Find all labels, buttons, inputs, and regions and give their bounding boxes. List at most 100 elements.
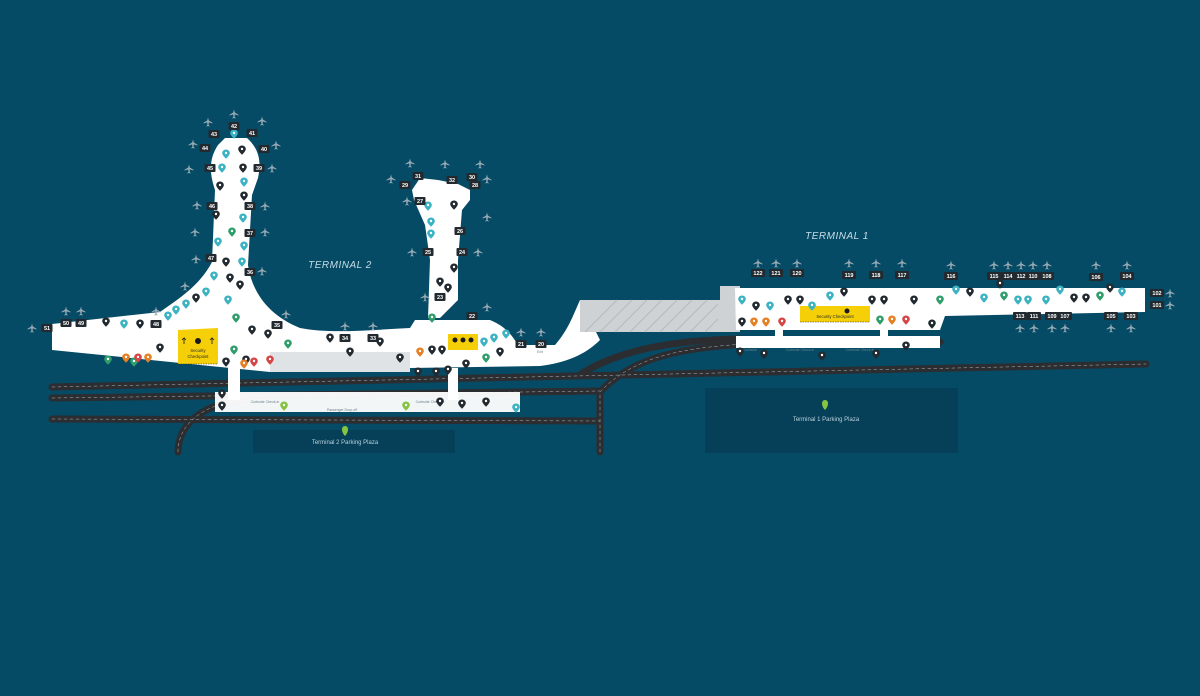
- poi-marker[interactable]: [122, 353, 130, 363]
- poi-marker[interactable]: [102, 317, 110, 327]
- poi-marker[interactable]: [1118, 287, 1126, 297]
- poi-marker[interactable]: [239, 163, 247, 173]
- poi-marker[interactable]: [784, 295, 792, 305]
- poi-marker[interactable]: [230, 345, 238, 355]
- poi-marker[interactable]: [248, 325, 256, 335]
- poi-marker[interactable]: [136, 319, 144, 329]
- poi-marker[interactable]: [980, 293, 988, 303]
- poi-marker[interactable]: [902, 315, 910, 325]
- gate-label-21[interactable]: 21: [515, 340, 527, 348]
- poi-marker[interactable]: [280, 401, 288, 411]
- gate-label-50[interactable]: 50: [60, 319, 72, 327]
- poi-marker[interactable]: [502, 329, 510, 339]
- poi-marker[interactable]: [427, 217, 435, 227]
- poi-marker[interactable]: [228, 227, 236, 237]
- poi-marker[interactable]: [482, 353, 490, 363]
- poi-marker[interactable]: [450, 200, 458, 210]
- security-checkpoint-t1[interactable]: Security Checkpoint: [800, 306, 870, 323]
- poi-marker[interactable]: [1096, 291, 1104, 301]
- poi-marker[interactable]: [966, 287, 974, 297]
- poi-marker[interactable]: [952, 285, 960, 295]
- poi-marker[interactable]: [996, 279, 1004, 289]
- poi-marker[interactable]: [450, 263, 458, 273]
- gate-label-122[interactable]: 122: [751, 269, 765, 277]
- poi-marker[interactable]: [1056, 285, 1064, 295]
- poi-marker[interactable]: [240, 241, 248, 251]
- gate-label-102[interactable]: 102: [1150, 289, 1164, 297]
- gate-label-41[interactable]: 41: [246, 129, 258, 137]
- poi-marker[interactable]: [762, 317, 770, 327]
- poi-marker[interactable]: [910, 295, 918, 305]
- gate-label-106[interactable]: 106: [1089, 273, 1103, 281]
- poi-marker[interactable]: [134, 353, 142, 363]
- poi-marker[interactable]: [436, 277, 444, 287]
- poi-marker[interactable]: [238, 257, 246, 267]
- poi-marker[interactable]: [236, 280, 244, 290]
- poi-marker[interactable]: [902, 341, 910, 351]
- poi-marker[interactable]: [428, 313, 436, 323]
- parking-plaza-t2[interactable]: Terminal 2 Parking Plaza: [253, 430, 455, 453]
- gate-label-43[interactable]: 43: [208, 130, 220, 138]
- gate-label-35[interactable]: 35: [271, 321, 283, 329]
- gate-label-109[interactable]: 109: [1045, 312, 1059, 320]
- gate-label-30[interactable]: 30: [466, 173, 478, 181]
- poi-marker[interactable]: [250, 357, 258, 367]
- poi-marker[interactable]: [888, 315, 896, 325]
- poi-marker[interactable]: [218, 401, 226, 411]
- poi-marker[interactable]: [818, 351, 826, 361]
- parking-pin-icon[interactable]: [822, 400, 828, 410]
- poi-marker[interactable]: [752, 301, 760, 311]
- poi-marker[interactable]: [202, 287, 210, 297]
- gate-label-108[interactable]: 108: [1040, 272, 1054, 280]
- gate-label-36[interactable]: 36: [244, 268, 256, 276]
- security-checkpoint-t2b[interactable]: [448, 334, 478, 350]
- gate-label-26[interactable]: 26: [454, 227, 466, 235]
- poi-marker[interactable]: [436, 397, 444, 407]
- gate-label-113[interactable]: 113: [1013, 312, 1027, 320]
- poi-marker[interactable]: [444, 365, 452, 375]
- poi-marker[interactable]: [868, 295, 876, 305]
- poi-marker[interactable]: [796, 295, 804, 305]
- poi-marker[interactable]: [212, 210, 220, 220]
- poi-marker[interactable]: [216, 181, 224, 191]
- gate-label-46[interactable]: 46: [206, 202, 218, 210]
- gate-label-120[interactable]: 120: [790, 269, 804, 277]
- gate-label-32[interactable]: 32: [446, 176, 458, 184]
- gate-label-24[interactable]: 24: [456, 248, 468, 256]
- poi-marker[interactable]: [462, 359, 470, 369]
- poi-marker[interactable]: [240, 359, 248, 369]
- gate-label-27[interactable]: 27: [414, 197, 426, 205]
- gate-label-23[interactable]: 23: [434, 293, 446, 301]
- gate-label-33[interactable]: 33: [367, 334, 379, 342]
- gate-label-37[interactable]: 37: [244, 229, 256, 237]
- poi-marker[interactable]: [240, 177, 248, 187]
- poi-marker[interactable]: [928, 319, 936, 329]
- poi-marker[interactable]: [396, 353, 404, 363]
- poi-marker[interactable]: [808, 301, 816, 311]
- poi-marker[interactable]: [778, 317, 786, 327]
- poi-marker[interactable]: [182, 299, 190, 309]
- gate-label-111[interactable]: 111: [1027, 312, 1041, 320]
- poi-marker[interactable]: [826, 291, 834, 301]
- poi-marker[interactable]: [164, 311, 172, 321]
- poi-marker[interactable]: [226, 273, 234, 283]
- gate-label-115[interactable]: 115: [987, 272, 1001, 280]
- poi-marker[interactable]: [1082, 293, 1090, 303]
- parking-pin-icon[interactable]: [342, 426, 348, 436]
- gate-label-119[interactable]: 119: [842, 271, 856, 279]
- poi-marker[interactable]: [1014, 295, 1022, 305]
- poi-marker[interactable]: [416, 347, 424, 357]
- gate-label-105[interactable]: 105: [1104, 312, 1118, 320]
- security-checkpoint-t2[interactable]: Security Checkpoint: [178, 328, 218, 365]
- poi-marker[interactable]: [218, 389, 226, 399]
- gate-label-103[interactable]: 103: [1124, 312, 1138, 320]
- poi-marker[interactable]: [232, 313, 240, 323]
- poi-marker[interactable]: [224, 295, 232, 305]
- gate-label-107[interactable]: 107: [1058, 312, 1072, 320]
- poi-marker[interactable]: [738, 317, 746, 327]
- gate-label-22[interactable]: 22: [466, 312, 478, 320]
- poi-marker[interactable]: [936, 295, 944, 305]
- poi-marker[interactable]: [238, 145, 246, 155]
- poi-marker[interactable]: [872, 349, 880, 359]
- gate-label-110[interactable]: 110: [1026, 272, 1040, 280]
